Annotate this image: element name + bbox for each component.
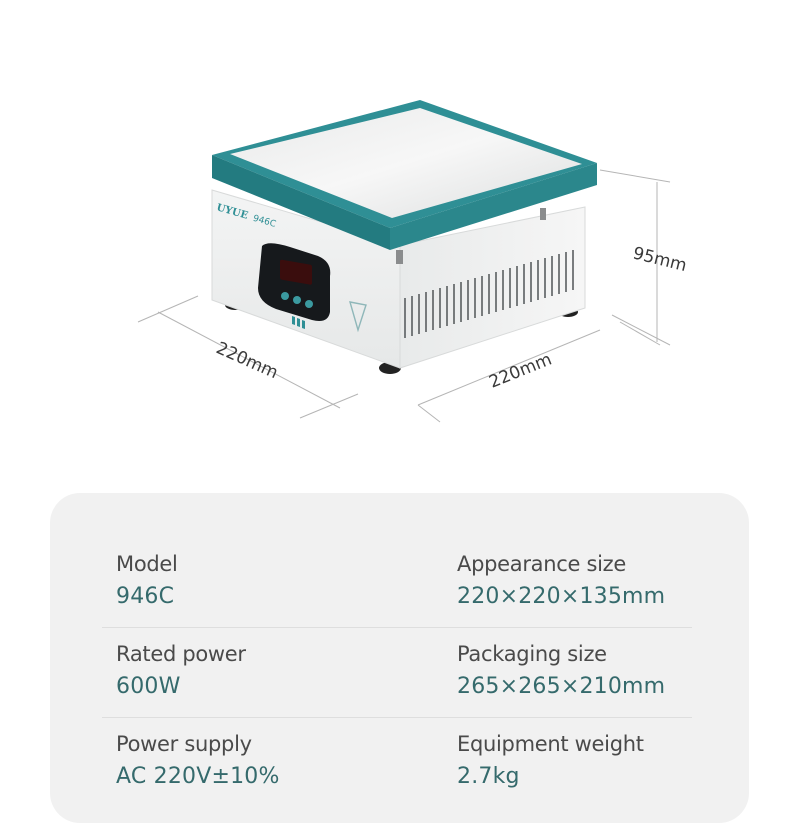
spec-label: Appearance size <box>457 552 626 576</box>
vent-slots <box>404 250 574 338</box>
heating-plate-frame-side <box>390 163 597 250</box>
row-divider <box>102 717 692 718</box>
spec-value: AC 220V±10% <box>116 764 280 789</box>
depth-dimension-label: 220mm <box>213 338 281 383</box>
width-dimension-label: 220mm <box>486 350 554 393</box>
spec-item-appearance-size: Appearance size 220×220×135mm <box>457 550 757 612</box>
spec-label: Power supply <box>116 732 252 756</box>
spec-label: Equipment weight <box>457 732 644 756</box>
spec-item-power-supply: Power supply AC 220V±10% <box>116 730 416 792</box>
front-stripes <box>292 316 305 329</box>
set-button <box>281 292 289 300</box>
spec-item-rated-power: Rated power 600W <box>116 640 416 702</box>
spec-value: 220×220×135mm <box>457 584 666 609</box>
spec-item-model: Model 946C <box>116 550 416 612</box>
spec-label: Model <box>116 552 178 576</box>
heating-plate-frame-front <box>212 155 390 250</box>
spec-row: Rated power 600W Packaging size 265×265×… <box>102 640 692 730</box>
product-illustration: UYUE 946C 220mm 220mm 95mm <box>137 100 689 423</box>
row-divider <box>102 627 692 628</box>
spec-value: 600W <box>116 674 181 699</box>
spec-item-equipment-weight: Equipment weight 2.7kg <box>457 730 757 792</box>
body-side <box>399 206 586 369</box>
spec-label: Packaging size <box>457 642 607 666</box>
spec-row: Power supply AC 220V±10% Equipment weigh… <box>102 730 692 820</box>
spec-value: 2.7kg <box>457 764 520 789</box>
up-button <box>293 296 301 304</box>
spec-row: Model 946C Appearance size 220×220×135mm <box>102 550 692 640</box>
support-post <box>396 250 403 264</box>
spec-label: Rated power <box>116 642 246 666</box>
support-post <box>540 208 546 220</box>
spec-item-packaging-size: Packaging size 265×265×210mm <box>457 640 757 702</box>
spec-card: Model 946C Appearance size 220×220×135mm… <box>50 493 749 823</box>
heat-warning-icon <box>349 301 367 333</box>
spec-value: 946C <box>116 584 175 609</box>
heating-plate-surface <box>230 108 582 218</box>
spec-value: 265×265×210mm <box>457 674 666 699</box>
temperature-display <box>280 259 312 285</box>
down-button <box>305 300 313 308</box>
height-dimension-label: 95mm <box>631 243 689 276</box>
dimension-lines <box>137 169 671 423</box>
control-panel <box>258 243 331 321</box>
